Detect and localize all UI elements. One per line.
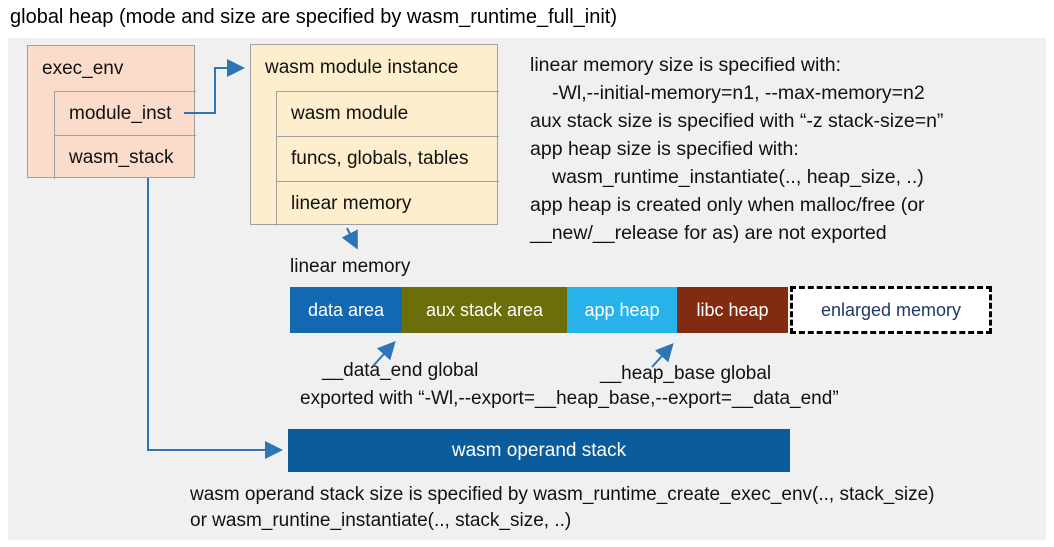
note-line: app heap size is specified with: [530, 138, 799, 160]
note-line: -Wl,--initial-memory=n1, --max-memory=n2 [552, 82, 925, 104]
segment-aux-stack-area: aux stack area [402, 287, 567, 333]
operand-stack-notes: wasm operand stack size is specified by … [190, 482, 1040, 534]
exec-env-row-wasm-stack: wasm_stack [55, 135, 196, 179]
heap-base-global-label: __heap_base global [600, 363, 772, 384]
exec-env-row-module-inst: module_inst [55, 91, 196, 135]
operand-stack-note-line: or wasm_runtine_instantiate(.., stack_si… [190, 510, 572, 531]
linear-memory-bar: data area aux stack area app heap libc h… [290, 286, 992, 334]
note-line: aux stack size is specified with “-z sta… [530, 110, 944, 132]
exec-env-children: module_inst wasm_stack [54, 91, 196, 179]
exec-env-box: exec_env module_inst wasm_stack [27, 45, 196, 179]
note-line: linear memory size is specified with: [530, 54, 842, 76]
note-line: app heap is created only when malloc/fre… [530, 194, 925, 216]
linear-memory-label: linear memory [290, 256, 411, 277]
module-instance-row-funcs-globals-tables: funcs, globals, tables [277, 136, 499, 181]
module-instance-children: wasm module funcs, globals, tables linea… [276, 91, 499, 226]
note-line: __new/__release for as) are not exported [530, 222, 887, 244]
exec-env-header: exec_env [42, 57, 124, 79]
module-instance-row-linear-memory: linear memory [277, 181, 499, 226]
segment-enlarged-memory: enlarged memory [790, 286, 992, 334]
data-end-global-label: __data_end global [322, 360, 479, 381]
segment-app-heap: app heap [567, 287, 677, 333]
segment-data-area: data area [290, 287, 402, 333]
operand-stack-label: wasm operand stack [451, 439, 627, 461]
note-line: wasm_runtime_instantiate(.., heap_size, … [552, 166, 924, 188]
segment-libc-heap: libc heap [677, 287, 788, 333]
operand-stack-note-line: wasm operand stack size is specified by … [190, 484, 935, 505]
module-instance-box: wasm module instance wasm module funcs, … [250, 44, 499, 226]
module-instance-header: wasm module instance [265, 57, 459, 78]
export-flags-label: exported with “-Wl,--export=__heap_base,… [300, 388, 839, 409]
wasm-operand-stack-bar: wasm operand stack [288, 429, 790, 472]
diagram-title: global heap (mode and size are specified… [10, 6, 617, 28]
runtime-notes: linear memory size is specified with: -W… [530, 51, 1046, 247]
module-instance-row-wasm-module: wasm module [277, 91, 499, 136]
